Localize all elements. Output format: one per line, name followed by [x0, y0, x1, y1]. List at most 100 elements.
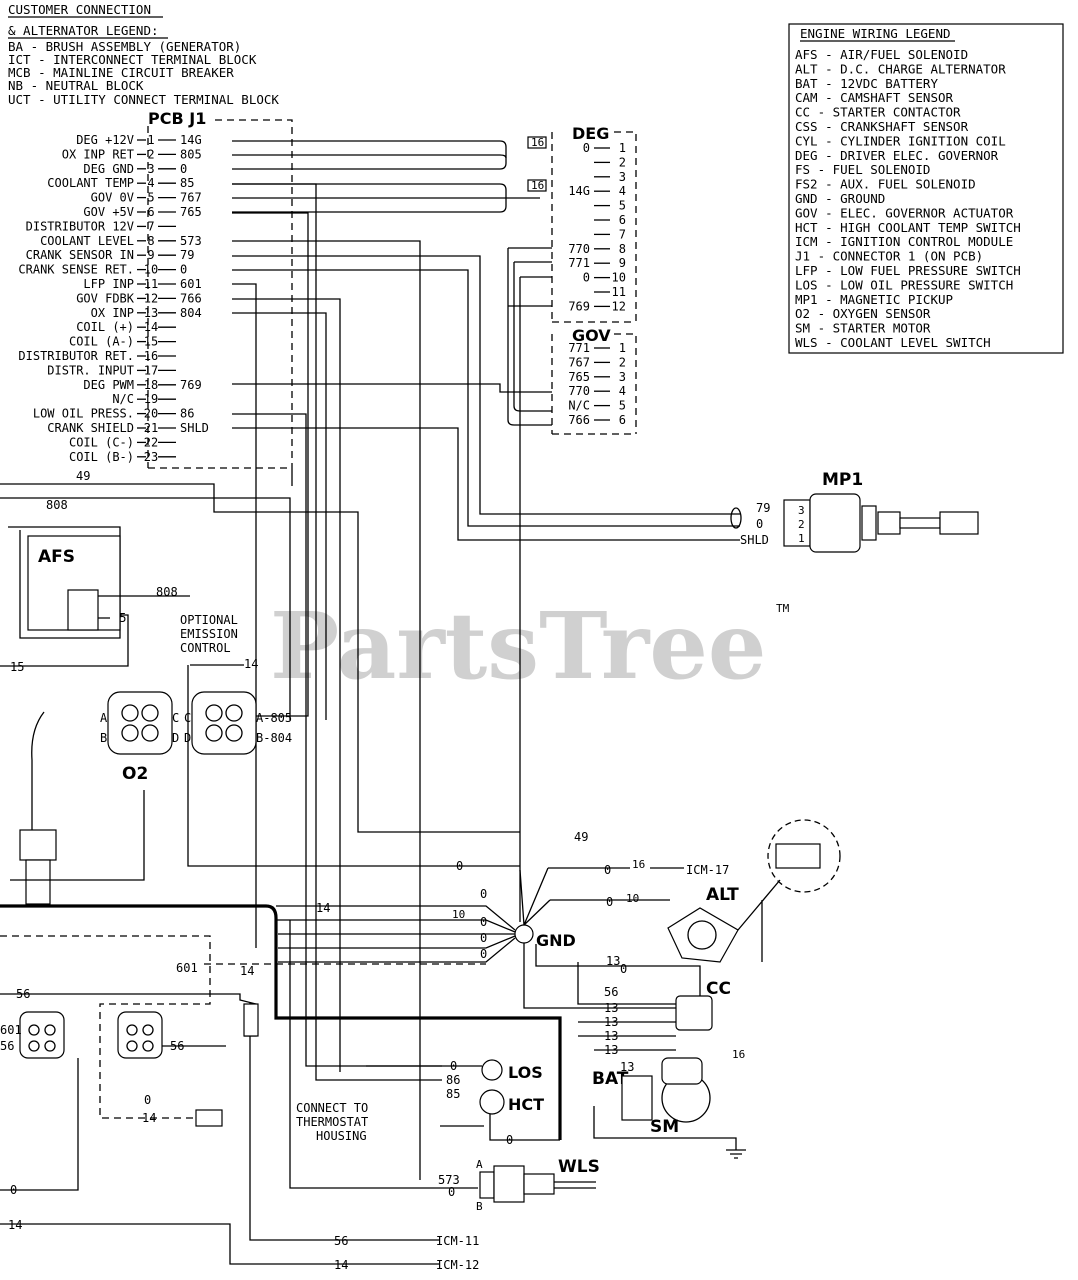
o2-pin-c: C	[172, 711, 179, 725]
pcb-pin-label: COIL (B-)	[69, 450, 134, 464]
pcb-wire-number: 14G	[180, 133, 202, 147]
deg-pin-number: 9	[619, 256, 626, 270]
hct-label: HCT	[508, 1095, 544, 1114]
deg-wire-number: 770	[568, 242, 590, 256]
o2-pin-a: A	[100, 711, 108, 725]
pcb-pin-label: OX INP RET	[62, 147, 134, 161]
conn-wire-601: 601	[0, 1023, 22, 1037]
bottom-left-connectors: 56 601 56 56 0 14	[0, 987, 259, 1127]
wls-pin-a: A	[476, 1158, 483, 1171]
mp1-wire-shld: SHLD	[740, 533, 769, 547]
pcb-pin-label: DEG GND	[83, 162, 134, 176]
engine-legend-item: HCT - HIGH COOLANT TEMP SWITCH	[795, 220, 1021, 235]
pcb-wire-number: 79	[180, 248, 194, 262]
los-wire-86: 86	[446, 1073, 460, 1087]
engine-legend-item: GND - GROUND	[795, 191, 885, 206]
engine-legend-item: BAT - 12VDC BATTERY	[795, 76, 938, 91]
deg-wire-number: 14G	[568, 184, 590, 198]
emission-wire-a805: A-805	[256, 711, 292, 725]
wls-wire-0: 0	[448, 1185, 455, 1199]
pcb-wire-number: 85	[180, 176, 194, 190]
conn-wire-56: 56	[16, 987, 30, 1001]
pcb-wire-number: 804	[180, 306, 202, 320]
pcb-pin-label: LOW OIL PRESS.	[33, 407, 134, 421]
gov-wire-number: 770	[568, 384, 590, 398]
pcb-pin-label: COIL (C-)	[69, 435, 134, 449]
engine-legend-item: LFP - LOW FUEL PRESSURE SWITCH	[795, 263, 1021, 278]
pcb-wire-number: 0	[180, 263, 187, 277]
los-wire-0: 0	[450, 1059, 457, 1073]
gov-wire-number: N/C	[568, 399, 590, 413]
pcb-pin-number: 1	[147, 133, 154, 147]
wire-56-icm: 56	[334, 1234, 348, 1248]
pcb-pin-label: OX INP	[91, 306, 134, 320]
deg-wire-number: 0	[583, 141, 590, 155]
emission-pin-d: D	[184, 731, 191, 745]
conn-wire-0: 0	[144, 1093, 151, 1107]
pcb-pin-number: 18	[144, 378, 158, 392]
deg-pin-number: 10	[612, 271, 626, 285]
mp1-pin-3: 3	[798, 504, 805, 517]
gov-wire-number: 767	[568, 355, 590, 369]
engine-legend-item: J1 - CONNECTOR 1 (ON PCB)	[795, 249, 983, 264]
gov-pin-number: 1	[619, 341, 626, 355]
mp1-sensor: MP1 79 0 SHLD 3 2 1	[730, 470, 979, 553]
pcb-wire-number: 573	[180, 234, 202, 248]
gnd-label: GND	[536, 931, 576, 950]
deg-pin-number: 7	[619, 227, 626, 241]
wire-14-label: 14	[8, 1218, 22, 1232]
conn-wire-56c: 56	[170, 1039, 184, 1053]
engine-legend-item: SM - STARTER MOTOR	[795, 321, 931, 336]
pcb-pin-label: GOV +5V	[83, 205, 134, 219]
pcb-wire-number: 766	[180, 291, 202, 305]
ground-node: GND 0 0 0 0 0 14 601 14 49 0 ICM-17 16 0…	[176, 830, 729, 1000]
trademark: TM	[776, 602, 790, 615]
customer-legend-item: BA - BRUSH ASSEMBLY (GENERATOR)	[8, 39, 241, 54]
pcb-pin-number: 19	[144, 392, 158, 406]
wire-14-icm: 14	[334, 1258, 348, 1272]
pcb-pin-label: CRANK SENSOR IN	[26, 248, 134, 262]
deg-wire-number: 0	[583, 271, 590, 285]
wire-49-label: 49	[76, 469, 90, 483]
wls-pin-b: B	[476, 1200, 483, 1213]
bat-wire-13: 13	[620, 1060, 634, 1074]
engine-legend: ENGINE WIRING LEGEND AFS - AIR/FUEL SOLE…	[788, 23, 1064, 354]
gnd-terminal	[514, 924, 534, 944]
pcb-pin-number: 22	[144, 435, 158, 449]
pcb-pin-label: COOLANT LEVEL	[40, 234, 134, 248]
hct-wire-85: 85	[446, 1087, 460, 1101]
pcb-j1-title: PCB J1	[148, 109, 206, 128]
alt-wire-0b: 0	[606, 895, 613, 909]
pcb-pin-label: GOV FDBK	[76, 291, 135, 305]
sm-label: SM	[650, 1117, 679, 1137]
optional-wire-14: 14	[244, 657, 258, 671]
gnd-wire-0d: 0	[480, 931, 487, 945]
gov-pin-number: 4	[619, 384, 626, 398]
pcb-pin-number: 7	[147, 219, 154, 233]
engine-legend-item: CSS - CRANKSHAFT SENSOR	[795, 119, 969, 134]
deg-pin-number: 2	[619, 155, 626, 169]
engine-legend-item: LOS - LOW OIL PRESSURE SWITCH	[795, 277, 1013, 292]
deg-pin-number: 6	[619, 213, 626, 227]
sensors-group: 0 86 85 LOS HCT CONNECT TO THERMOSTAT HO…	[289, 920, 600, 1213]
o2-pin-d: D	[172, 731, 179, 745]
pcb-pin-label: DISTR. INPUT	[47, 363, 134, 377]
cc-wire-13d: 13	[604, 1029, 618, 1043]
wire-14-mid: 14	[240, 964, 254, 978]
optional-line-2: EMISSION	[180, 627, 238, 641]
engine-legend-item: ICM - IGNITION CONTROL MODULE	[795, 234, 1013, 249]
gov-title: GOV	[572, 326, 611, 345]
gov-pin-number: 3	[619, 370, 626, 384]
gov-wire-number: 771	[568, 341, 590, 355]
engine-legend-item: CAM - CAMSHAFT SENSOR	[795, 90, 954, 105]
pcb-wire-number: 805	[180, 147, 202, 161]
deg-pin-number: 11	[612, 285, 626, 299]
engine-legend-item: DEG - DRIVER ELEC. GOVERNOR	[795, 148, 999, 163]
pcb-wire-number: 601	[180, 277, 202, 291]
pcb-wire-number: 769	[180, 378, 202, 392]
customer-legend-item: ICT - INTERCONNECT TERMINAL BLOCK	[8, 52, 257, 67]
afs-solenoid: AFS 808	[8, 526, 190, 639]
